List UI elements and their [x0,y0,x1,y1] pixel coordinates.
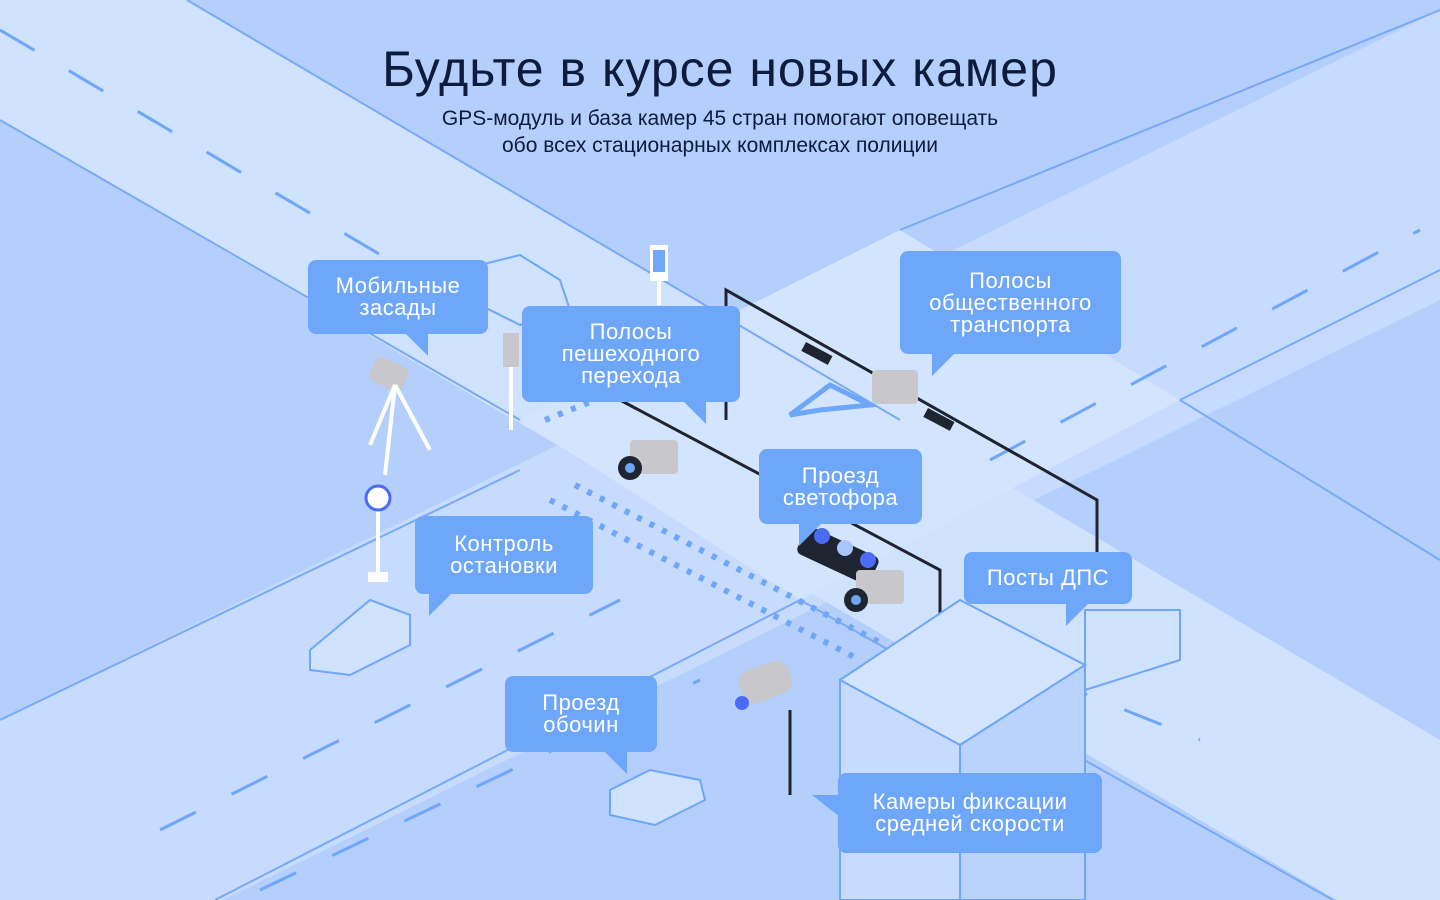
callout-mobile-ambush: Мобильные засады [308,260,488,356]
camera-icon [872,370,918,404]
callout-text: светофора [782,484,899,510]
page-title: Будьте в курсе новых камер [382,41,1058,97]
callout-text: Полосы [589,319,673,344]
traffic-light-pole [619,398,942,615]
callout-text: обочин [543,712,619,737]
callout-police-posts: Посты ДПС [964,552,1132,626]
callout-text: Полосы [969,267,1052,293]
callout-text: Мобильные [335,273,461,298]
subtitle-line: обо всех стационарных комплексах полиции [501,134,939,157]
callout-text: общественного [929,289,1092,315]
callout-pedestrian-crossing: Полосы пешеходного перехода [522,306,740,424]
no-stopping-sign [364,484,392,582]
callout-shoulder-driving: Проезд обочин [505,676,657,774]
callout-average-speed-cameras: Камеры фиксации средней скорости [812,773,1102,853]
callout-text: Проезд [542,690,620,715]
speed-camera-pole [735,660,793,795]
callout-text: Контроль [454,531,554,556]
callout-text: пешеходного [561,341,701,366]
callout-public-transport-lanes: Полосы общественного транспорта [900,251,1121,376]
subtitle-line: GPS-модуль и база камер 45 стран помогаю… [441,107,999,130]
callout-traffic-light: Проезд светофора [759,449,922,546]
callout-text: средней скорости [875,811,1065,836]
mobile-camera-tripod [368,356,432,476]
callout-text: Посты ДПС [986,565,1110,590]
callout-text: Камеры фиксации [872,789,1068,814]
camera-icon [844,570,904,612]
callout-text: остановки [450,553,558,578]
callout-stop-control: Контроль остановки [415,516,593,616]
callout-text: перехода [581,363,681,388]
callout-text: транспорта [950,311,1071,337]
pedestrian-sign [650,245,668,305]
page-subtitle: GPS-модуль и база камер 45 стран помогаю… [0,105,1440,159]
callout-text: засады [359,295,437,320]
crosswalk [543,387,887,663]
bus-lane-marking [788,382,879,418]
camera-icon [618,440,678,480]
callout-text: Проезд [801,462,880,488]
